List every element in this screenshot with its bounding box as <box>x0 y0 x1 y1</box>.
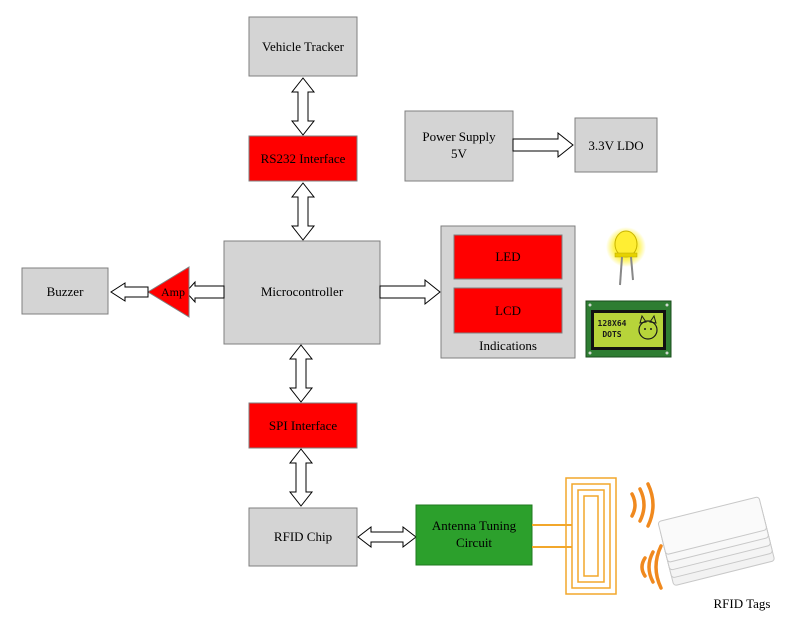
rs232-interface-block: RS232 Interface <box>248 135 358 182</box>
mcu-amp-arrow <box>185 280 225 304</box>
vehicle-tracker-label: Vehicle Tracker <box>262 39 345 54</box>
mcu-indications-arrow <box>379 278 441 306</box>
indications-block: LED LCD Indications <box>440 225 576 359</box>
vehicle-tracker-block: Vehicle Tracker <box>248 16 358 77</box>
mcu-spi-arrow <box>288 344 314 403</box>
power-supply-label-line2: 5V <box>451 146 468 161</box>
led-label: LED <box>495 249 520 264</box>
buzzer-block: Buzzer <box>21 267 109 315</box>
rfid-chip-block: RFID Chip <box>248 507 358 567</box>
indications-label: Indications <box>479 338 537 353</box>
rf-waves-lower-icon <box>640 544 663 590</box>
led-block: LED <box>453 234 563 280</box>
spi-label: SPI Interface <box>269 418 337 433</box>
rfid-tag-card <box>658 496 767 555</box>
rfid-tags-label: RFID Tags <box>714 596 771 611</box>
antenna-label-line2: Circuit <box>456 535 492 550</box>
rs232-mcu-arrow <box>290 182 316 241</box>
spi-rfid-arrow <box>288 448 314 507</box>
rfid-antenna-arrow <box>357 525 417 549</box>
tracker-rs232-arrow <box>290 77 316 136</box>
spi-interface-block: SPI Interface <box>248 402 358 449</box>
microcontroller-label: Microcontroller <box>261 284 344 299</box>
lcd-cat-glyph-icon <box>638 314 658 340</box>
amp-label: Amp <box>161 285 185 299</box>
power-ldo-arrow <box>512 131 574 159</box>
lcd-label: LCD <box>495 303 521 318</box>
rfid-chip-label: RFID Chip <box>274 529 332 544</box>
buzzer-label: Buzzer <box>47 284 84 299</box>
antenna-label-line1: Antenna Tuning <box>432 518 517 533</box>
power-supply-block: Power Supply 5V <box>404 110 514 182</box>
lcd-module-illustration: 128X64 DOTS <box>585 300 672 358</box>
rs232-label: RS232 Interface <box>261 151 346 166</box>
microcontroller-block: Microcontroller <box>223 240 381 345</box>
ldo-label: 3.3V LDO <box>588 138 643 153</box>
lcd-block: LCD <box>453 287 563 334</box>
power-supply-label-line1: Power Supply <box>422 129 496 144</box>
lcd-module-text-line1: 128X64 <box>598 319 627 328</box>
antenna-tuning-block: Antenna Tuning Circuit <box>415 504 533 566</box>
rfid-tag-cards-illustration <box>658 496 775 586</box>
rf-waves-upper-icon <box>630 482 655 528</box>
antenna-coil-illustration <box>565 477 617 595</box>
amp-block: Amp <box>147 266 190 318</box>
lcd-module-text-line2: DOTS <box>602 330 621 339</box>
led-illustration <box>606 227 646 286</box>
ldo-block: 3.3V LDO <box>574 117 658 173</box>
amp-buzzer-arrow <box>110 282 149 302</box>
